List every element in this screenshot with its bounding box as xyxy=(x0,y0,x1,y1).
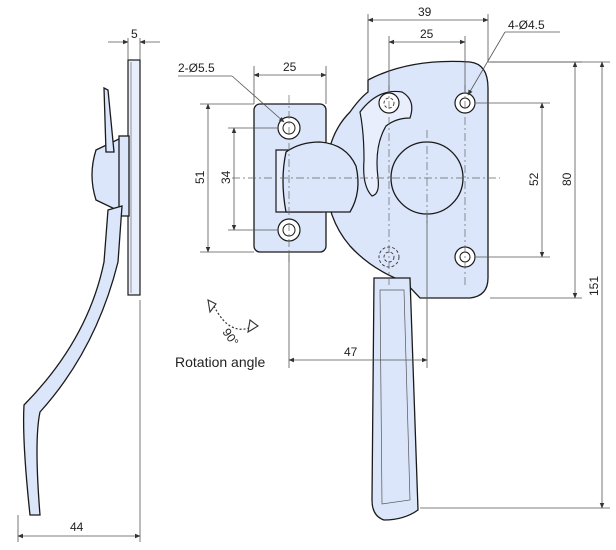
right-dimensions: 52 80 151 xyxy=(420,61,610,509)
dim-holes-small: 2-Ø5.5 xyxy=(178,61,215,75)
side-mounting-plate xyxy=(127,59,141,296)
rotation-angle-label: Rotation angle xyxy=(175,354,266,370)
rotation-angle-value: 90° xyxy=(220,326,242,349)
dim-holes-large: 4-Ø4.5 xyxy=(508,18,545,32)
top-dimensions: 39 25 4-Ø4.5 25 2-Ø5.5 xyxy=(178,5,560,123)
latch-handle-lever xyxy=(371,277,419,521)
latch-hook-lip xyxy=(359,90,413,197)
side-curved-handle xyxy=(22,205,123,516)
dim-side-width: 44 xyxy=(70,520,84,534)
dim-hole-spacing-vertical: 52 xyxy=(527,172,541,186)
center-lines xyxy=(232,85,500,285)
latch-front-view xyxy=(282,60,489,521)
dim-top-hole-spacing: 25 xyxy=(420,27,434,41)
latch-cam-hook xyxy=(282,141,359,213)
handle-offset-dimension: 47 xyxy=(288,215,428,368)
side-view: 5 44 xyxy=(17,27,160,542)
dim-top-width: 39 xyxy=(418,5,432,19)
dim-overall-height: 151 xyxy=(587,276,601,296)
dim-body-height: 80 xyxy=(560,172,574,186)
dim-side-thickness: 5 xyxy=(131,27,138,41)
side-hub-flange xyxy=(118,135,130,217)
side-upper-tongue xyxy=(103,86,115,153)
dim-keeper-height: 51 xyxy=(193,170,207,184)
dim-keeper-width: 25 xyxy=(283,60,297,74)
keeper-dimensions: 51 34 xyxy=(193,103,278,253)
rotation-arrow-icon xyxy=(207,299,259,334)
dim-keeper-hole-spacing: 34 xyxy=(219,170,233,184)
rotation-indicator: 90° Rotation angle xyxy=(175,299,266,370)
dim-handle-offset: 47 xyxy=(344,345,358,359)
